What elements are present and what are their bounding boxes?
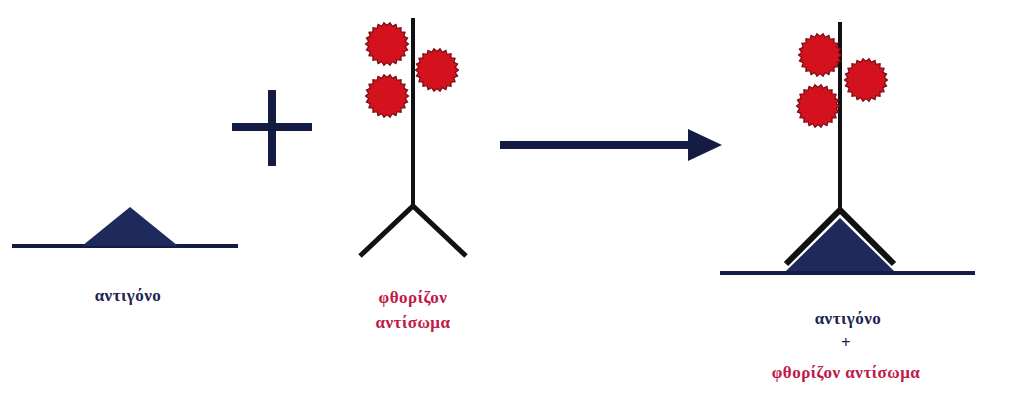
label-text: + xyxy=(841,330,851,355)
reaction-arrow xyxy=(500,129,722,161)
antigen-left xyxy=(12,207,238,246)
label-text: φθορίζον αντίσωμα xyxy=(376,285,451,335)
antibody-stem xyxy=(411,18,415,207)
fluorophores xyxy=(366,23,888,128)
fluorophore xyxy=(366,75,409,118)
plus-bar xyxy=(268,90,276,166)
antibody-arms xyxy=(786,210,894,264)
antibody-arms xyxy=(360,206,466,256)
arrow-shaft xyxy=(500,141,692,149)
label-text: αντιγόνο xyxy=(95,283,162,308)
fluorophore xyxy=(845,59,888,102)
complex-right xyxy=(720,22,975,273)
fluorophore xyxy=(366,23,409,66)
fluorophore xyxy=(416,49,459,92)
fluorophore xyxy=(799,34,842,77)
label-text: αντιγόνο xyxy=(815,306,882,331)
surface-line xyxy=(720,271,975,275)
arrow-head xyxy=(688,129,722,161)
label-text: φθορίζον αντίσωμα xyxy=(772,360,921,385)
antigen-triangle xyxy=(82,207,178,246)
fluorophore xyxy=(797,85,840,128)
antibody-left xyxy=(360,18,466,256)
plus-sign xyxy=(232,90,312,166)
